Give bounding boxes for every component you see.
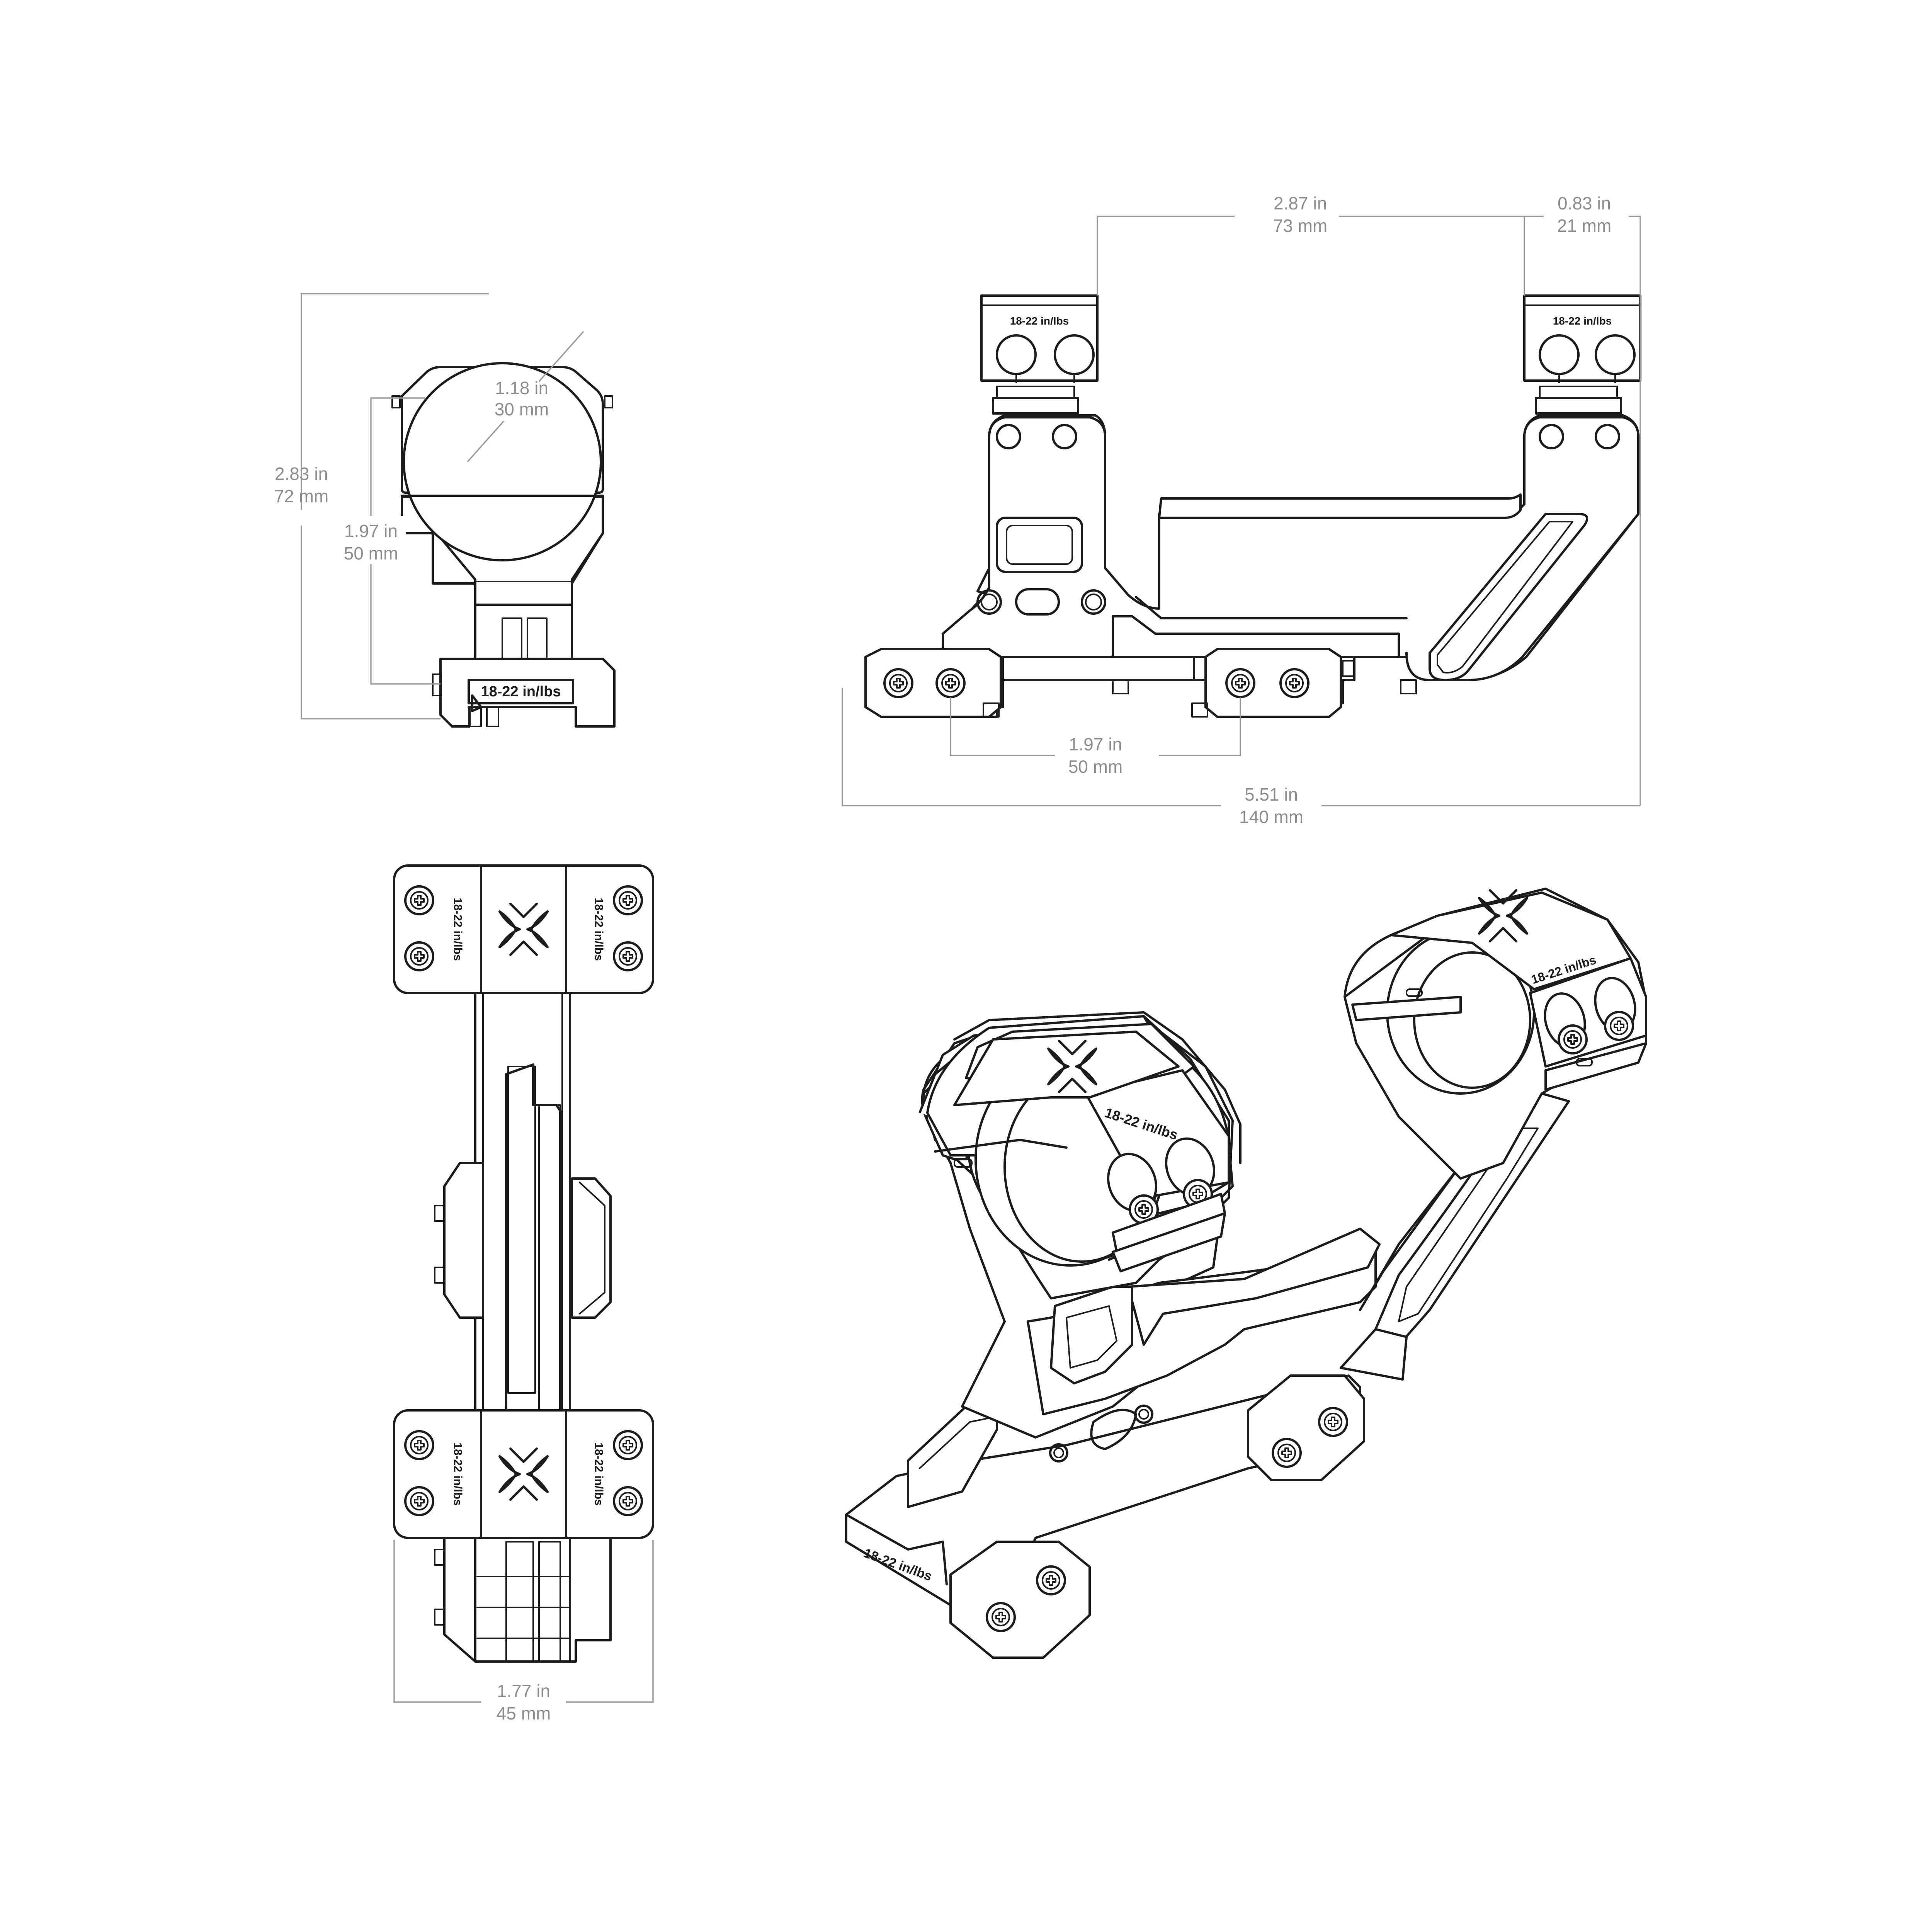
- front-view: 18-22 in/lbs: [391, 362, 616, 728]
- width-total-inch: 1.77 in: [497, 1681, 550, 1701]
- side-front-ring-torque: 18-22 in/lbs: [1010, 315, 1069, 327]
- ring-spacing-mm: 73 mm: [1273, 216, 1328, 236]
- length-total-inch: 5.51 in: [1245, 784, 1298, 804]
- clamp-spacing-inch: 1.97 in: [1069, 734, 1122, 754]
- clamp-spacing-mm: 50 mm: [1068, 757, 1123, 777]
- ring-spacing-inch: 2.87 in: [1274, 193, 1327, 213]
- ring-width-inch: 0.83 in: [1558, 193, 1611, 213]
- top-rear-left-torque: 18-22 in/lbs: [451, 1442, 464, 1505]
- ring-diameter-inch: 1.18 in: [495, 378, 548, 398]
- side-rear-ring-torque: 18-22 in/lbs: [1553, 315, 1612, 327]
- height-total-mm: 72 mm: [274, 486, 329, 506]
- side-view: 18-22 in/lbs 18-22 in/lbs: [864, 294, 1641, 718]
- top-rear-right-torque: 18-22 in/lbs: [592, 1442, 605, 1505]
- top-view: 18-22 in/lbs 18-22 in/lbs 18-22 in/lbs 1…: [393, 864, 654, 1663]
- isometric-view: 18-22 in/lbs: [845, 888, 1647, 1659]
- center-height-mm: 50 mm: [344, 543, 398, 563]
- top-front-left-torque: 18-22 in/lbs: [451, 898, 464, 961]
- width-total-mm: 45 mm: [497, 1703, 551, 1723]
- top-front-right-torque: 18-22 in/lbs: [592, 898, 605, 961]
- front-torque-label: 18-22 in/lbs: [481, 684, 561, 700]
- ring-diameter-mm: 30 mm: [495, 399, 549, 419]
- length-total-mm: 140 mm: [1239, 807, 1303, 827]
- ring-width-mm: 21 mm: [1557, 216, 1612, 236]
- front-view-dimensions: 2.83 in 72 mm 1.97 in 50 mm 1.18 in 30 m…: [267, 293, 584, 719]
- center-height-inch: 1.97 in: [344, 521, 398, 541]
- top-view-dimensions: 1.77 in 45 mm: [393, 1540, 654, 1725]
- height-total-inch: 2.83 in: [275, 464, 328, 484]
- side-view-dimensions: 2.87 in 73 mm 0.83 in 21 mm 1.97 in 50 m…: [842, 189, 1641, 829]
